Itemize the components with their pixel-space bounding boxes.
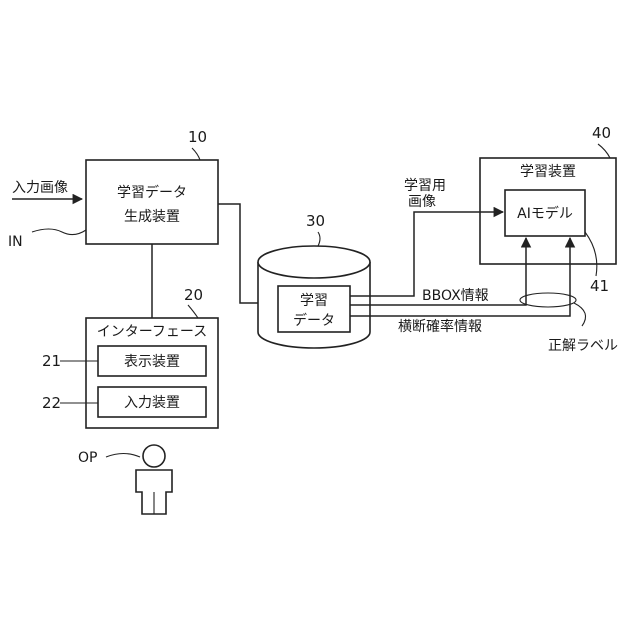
learning-image-label-line1: 学習用 [404,178,446,194]
interface-unit: インターフェース 20 表示装置 21 入力装置 22 [42,286,218,428]
operator-figure: OP [78,445,172,514]
ai-model-number: 41 [590,277,609,295]
operator-head-icon [143,445,165,467]
input-device-label: 入力装置 [124,395,180,411]
generator-label-line2: 生成装置 [124,209,180,225]
input-device-number: 22 [42,394,61,412]
generator-label-line1: 学習データ [117,184,187,201]
database-number: 30 [306,212,325,230]
operator-label: OP [78,450,97,466]
learning-image-label-line2: 画像 [408,194,436,210]
data-generation-device: 学習データ 生成装置 10 [86,128,218,244]
database-label-line1: 学習 [300,293,328,309]
ai-model-label: AIモデル [517,205,573,222]
database-label-line2: データ [293,312,335,329]
learning-device-number: 40 [592,124,611,142]
correct-label-ellipse [520,293,576,307]
correct-label-text: 正解ラベル [548,338,618,354]
input-image-arrow: 入力画像 IN [8,180,86,250]
interface-title: インターフェース [97,324,207,340]
interface-number: 20 [184,286,203,304]
display-device-label: 表示装置 [124,354,180,370]
generator-number: 10 [188,128,207,146]
display-device-number: 21 [42,352,61,370]
crossing-prob-label: 横断確率情報 [398,318,482,335]
correct-label-leader [574,303,586,326]
learning-device: 学習装置 40 AIモデル 41 [480,124,616,295]
learning-data-database: 学習 データ 30 [258,212,370,348]
input-code-label: IN [8,234,23,250]
input-image-label: 入力画像 [12,180,68,196]
bbox-info-label: BBOX情報 [422,288,489,304]
learning-device-title: 学習装置 [520,164,576,180]
